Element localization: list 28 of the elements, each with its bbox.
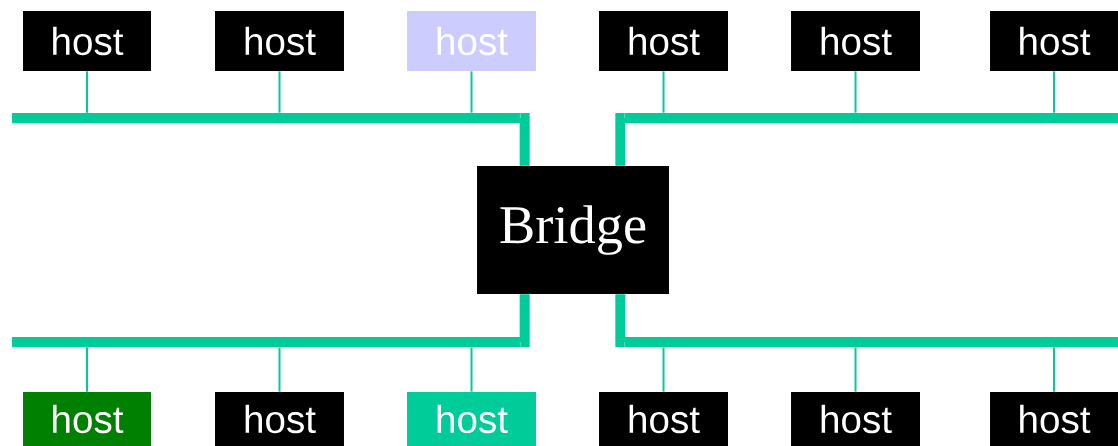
drop-line — [278, 70, 281, 114]
drop-line — [470, 70, 473, 114]
drop-line — [86, 70, 88, 114]
bus-connector — [615, 113, 626, 166]
host-box: host — [791, 11, 920, 71]
host-box: host — [791, 392, 920, 446]
host-box: host — [990, 11, 1118, 71]
bus-connector — [615, 294, 626, 347]
drop-line — [662, 70, 665, 114]
drop-line — [1053, 346, 1055, 393]
host-box: host — [407, 392, 536, 446]
drop-line — [86, 346, 88, 393]
bridge-box: Bridge — [477, 166, 669, 294]
drop-line — [1053, 70, 1055, 114]
host-box: host — [23, 11, 151, 71]
host-box: host — [990, 392, 1118, 446]
drop-line — [854, 346, 857, 393]
host-box: host — [23, 392, 151, 446]
bus-connector — [519, 294, 530, 347]
drop-line — [662, 346, 665, 393]
drop-line — [470, 346, 473, 393]
drop-line — [854, 70, 857, 114]
drop-line — [278, 346, 281, 393]
host-box: host — [215, 392, 344, 446]
bus-connector — [519, 113, 530, 166]
host-box: host — [599, 11, 728, 71]
host-box: host — [599, 392, 728, 446]
host-box: host — [215, 11, 344, 71]
